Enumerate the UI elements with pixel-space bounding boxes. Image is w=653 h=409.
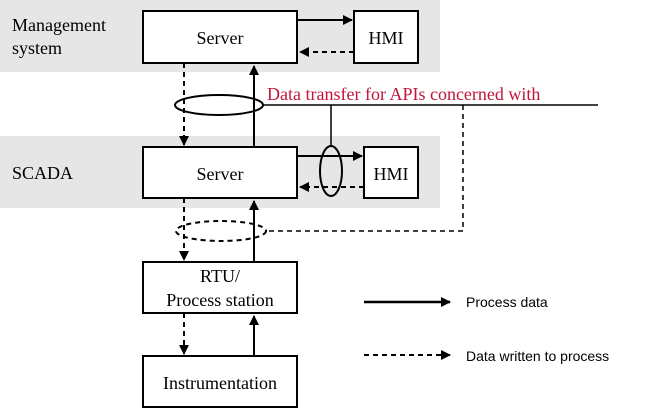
ellipse-scada-rtu-link xyxy=(175,220,267,242)
scada-server-box: Server xyxy=(142,146,298,199)
instrumentation-box: Instrumentation xyxy=(142,355,298,408)
svg-text:HMI: HMI xyxy=(369,28,404,48)
mgmt-server-box: Server xyxy=(142,10,298,64)
svg-text:HMI: HMI xyxy=(374,164,409,184)
svg-text:Instrumentation: Instrumentation xyxy=(163,373,277,393)
ellipse-mgmt-scada-link xyxy=(174,94,264,116)
mgmt-hmi-box: HMI xyxy=(353,10,419,64)
management-label-line2: system xyxy=(12,38,62,58)
scada-label: SCADA xyxy=(12,163,73,183)
svg-text:Server: Server xyxy=(197,28,244,48)
annotation-rtu-leader xyxy=(266,105,464,232)
scada-hmi-box: HMI xyxy=(363,146,419,199)
annotation-text: Data transfer for APIs concerned with xyxy=(267,84,540,104)
svg-text:Server: Server xyxy=(197,164,244,184)
svg-text:RTU/: RTU/ xyxy=(200,266,240,286)
legend-process-data: Process data xyxy=(466,294,548,310)
rtu-box: RTU/ Process station xyxy=(142,261,298,314)
legend-data-written: Data written to process xyxy=(466,348,609,364)
svg-text:Process station: Process station xyxy=(166,290,274,310)
management-label-line1: Management xyxy=(12,15,106,35)
